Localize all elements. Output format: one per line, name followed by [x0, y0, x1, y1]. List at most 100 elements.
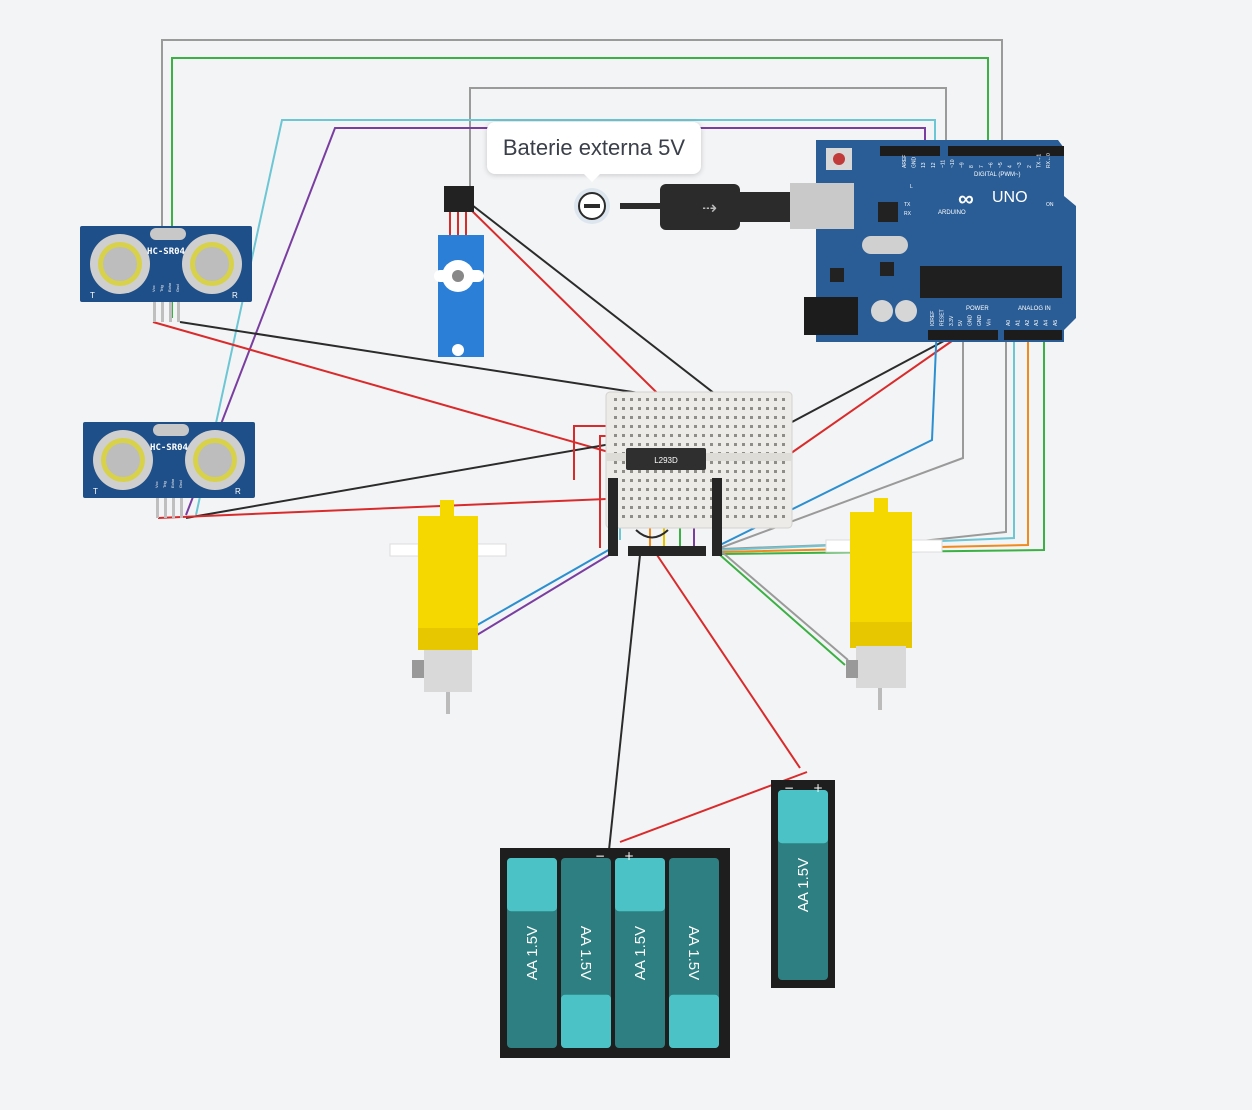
breadboard-hole: [766, 425, 769, 428]
breadboard-hole: [686, 425, 689, 428]
arduino-digital-label: DIGITAL (PWM~): [974, 172, 1021, 178]
breadboard-hole: [670, 515, 673, 518]
breadboard-hole: [654, 443, 657, 446]
breadboard-hole: [766, 515, 769, 518]
breadboard-hole: [614, 434, 617, 437]
breadboard-hole: [694, 425, 697, 428]
driver-chip[interactable]: L293D: [626, 448, 706, 470]
breadboard-hole: [726, 515, 729, 518]
breadboard-hole: [766, 488, 769, 491]
sensor-pin: [172, 498, 175, 518]
wire-blue-motor-l[interactable]: [471, 547, 613, 629]
breadboard-hole: [742, 407, 745, 410]
breadboard-hole: [774, 425, 777, 428]
breadboard-hole: [678, 506, 681, 509]
arduino-rx-label: RX: [904, 211, 912, 217]
breadboard-hole: [750, 497, 753, 500]
breadboard-hole: [710, 479, 713, 482]
breadboard-hole: [782, 515, 785, 518]
arduino-analog-pin-label: A5: [1053, 320, 1059, 326]
sensor-pin-label: Gnd: [178, 480, 183, 488]
breadboard-hole: [774, 470, 777, 473]
breadboard-hole: [670, 443, 673, 446]
breadboard-hole: [726, 497, 729, 500]
arduino-uno[interactable]: ∞ UNO ARDUINO DIGITAL (PWM~) POWER ANALO…: [790, 140, 1076, 342]
servo-motor[interactable]: [434, 186, 484, 357]
breadboard-hole: [726, 416, 729, 419]
breadboard-hole: [734, 434, 737, 437]
arduino-power-pin-label: RESET: [939, 309, 945, 326]
breadboard-hole: [702, 488, 705, 491]
breadboard-hole: [638, 515, 641, 518]
breadboard-hole: [662, 425, 665, 428]
breadboard-hole: [710, 425, 713, 428]
breadboard-hole: [630, 416, 633, 419]
breadboard-hole: [638, 416, 641, 419]
battery-cell-label: AA 1.5V: [685, 926, 702, 980]
breadboard-hole: [662, 434, 665, 437]
arduino-analog-pin-label: A1: [1015, 320, 1021, 326]
sensor-pin-label: Trig: [162, 481, 167, 488]
battery-cell-label: AA 1.5V: [795, 858, 812, 912]
battery-tooltip-text: Baterie externa 5V: [502, 135, 686, 160]
breadboard-hole: [774, 434, 777, 437]
breadboard-hole: [646, 425, 649, 428]
breadboard-hole: [734, 443, 737, 446]
breadboard-hole: [726, 470, 729, 473]
breadboard-hole: [710, 497, 713, 500]
breadboard-hole: [774, 515, 777, 518]
arduino-digital-pin-label: AREF: [902, 155, 908, 168]
wire-gray-top[interactable]: [161, 39, 1003, 318]
wire-gray-servo[interactable]: [469, 87, 947, 205]
breadboard-hole: [750, 488, 753, 491]
arduino-digital-pin-label: ~3: [1017, 162, 1023, 168]
breadboard-hole: [758, 515, 761, 518]
breadboard-hole: [654, 425, 657, 428]
wire-green-top[interactable]: [171, 57, 989, 318]
breadboard-hole: [718, 416, 721, 419]
breadboard-hole: [782, 398, 785, 401]
breadboard-hole: [694, 497, 697, 500]
wire-black-jumper[interactable]: [635, 529, 669, 539]
wire-green-motor-r2[interactable]: [719, 554, 846, 666]
dc-motor-right[interactable]: [825, 498, 943, 710]
breadboard-hole: [670, 506, 673, 509]
usb-cable[interactable]: ⇢: [574, 184, 790, 230]
battery-cell: AA 1.5V: [561, 858, 611, 1048]
breadboard-hole: [710, 461, 713, 464]
arduino-logo-icon: ∞: [958, 186, 974, 211]
usb-port: [790, 183, 854, 229]
arduino-analog-label: ANALOG IN: [1018, 306, 1051, 312]
breadboard-hole: [750, 425, 753, 428]
wire-black-arduino[interactable]: [761, 333, 958, 439]
wire-gray-motor-r2[interactable]: [721, 551, 849, 661]
dc-motor-left[interactable]: [389, 500, 507, 714]
breadboard-hole: [782, 443, 785, 446]
breadboard-hole: [782, 497, 785, 500]
breadboard-hole: [710, 407, 713, 410]
breadboard-hole: [678, 407, 681, 410]
breadboard-hole: [718, 407, 721, 410]
breadboard-hole: [670, 479, 673, 482]
wire-red-arduino[interactable]: [763, 333, 963, 473]
breadboard-hole: [710, 434, 713, 437]
breadboard-hole: [774, 398, 777, 401]
breadboard-hole: [622, 488, 625, 491]
wire-red-battery[interactable]: [656, 554, 801, 769]
minus-icon: [584, 204, 600, 208]
breadboard-hole: [782, 407, 785, 410]
wire-black-battery[interactable]: [608, 554, 641, 851]
breadboard-hole: [726, 479, 729, 482]
battery-pack-1xaa[interactable]: AA 1.5V−+: [771, 780, 835, 988]
breadboard-hole: [678, 497, 681, 500]
breadboard-hole: [678, 425, 681, 428]
breadboard-hole: [630, 425, 633, 428]
breadboard-hole: [782, 416, 785, 419]
wire-purple-motor-l[interactable]: [471, 551, 615, 639]
breadboard-hole: [742, 506, 745, 509]
arduino-power-pin-label: 5V: [958, 319, 964, 326]
